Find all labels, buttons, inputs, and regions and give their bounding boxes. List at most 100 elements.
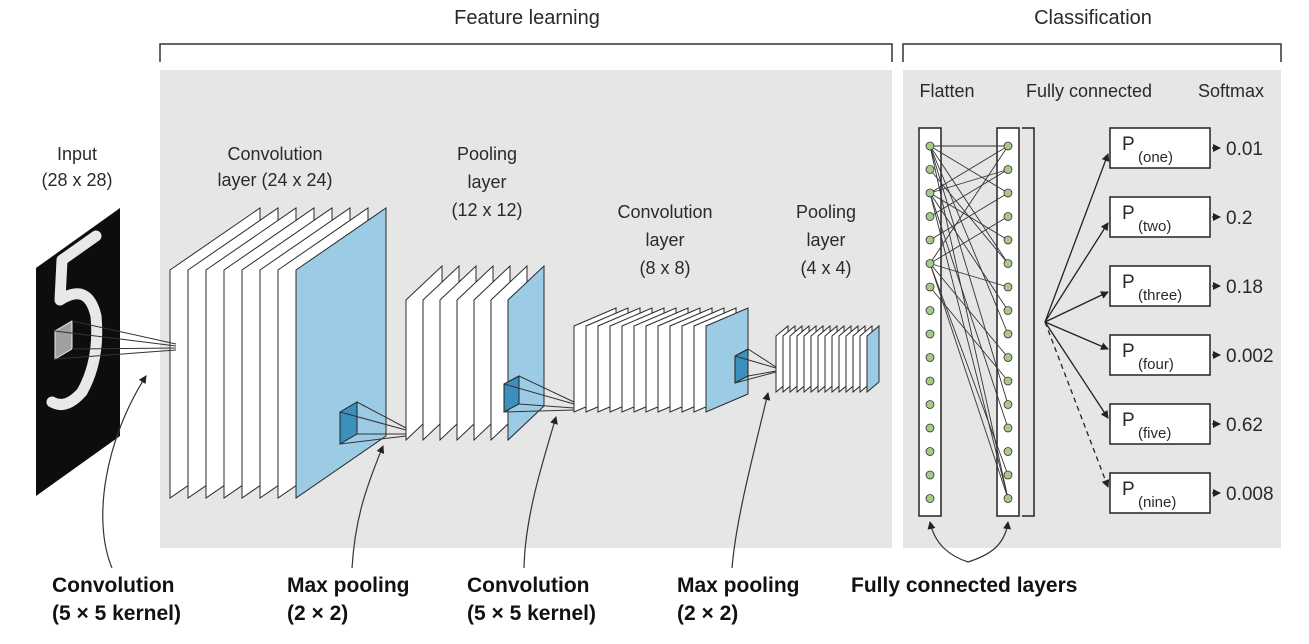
flatten-node	[925, 494, 935, 503]
output-value: 0.01	[1226, 139, 1263, 160]
flatten-node	[925, 212, 935, 221]
flatten-node	[925, 282, 935, 292]
softmax-arrow	[1044, 321, 1109, 419]
fc-node	[1003, 376, 1013, 386]
annotation-maxpool1-line1: Max pooling	[287, 574, 410, 597]
softmax-header: Softmax	[1198, 81, 1264, 101]
flatten-nodes	[925, 141, 935, 503]
conv2-feature-maps	[573, 307, 749, 413]
fc-connection-line	[929, 216, 1009, 264]
softmax-output: P(three)0.18	[1109, 265, 1263, 307]
input-size: (28 x 28)	[41, 170, 112, 190]
annotation-conv1-line2: (5 × 5 kernel)	[52, 602, 181, 625]
fully-connected-header: Fully connected	[1026, 81, 1152, 101]
fc-node	[1003, 400, 1013, 409]
fc-node	[1003, 470, 1013, 480]
fc-node	[1003, 188, 1013, 198]
conv2-label-line1: Convolution	[617, 202, 712, 222]
fc-node	[1003, 282, 1013, 292]
annotation-maxpool2-line1: Max pooling	[677, 574, 800, 597]
output-probability-label: P	[1122, 410, 1135, 431]
output-box	[1109, 472, 1211, 514]
annotation-conv1-line1: Convolution	[52, 574, 174, 597]
flatten-column	[918, 127, 942, 517]
fully-connected-column	[996, 127, 1020, 517]
softmax-arrow	[1044, 153, 1110, 323]
output-class-subscript: (five)	[1138, 425, 1171, 442]
output-boxes: P(one)0.01P(two)0.2P(three)0.18P(four)0.…	[1109, 127, 1274, 514]
fc-connection-line	[929, 145, 1009, 499]
flatten-node	[925, 306, 935, 315]
flatten-node	[925, 400, 935, 409]
conv2-label-line2: layer	[645, 230, 684, 250]
feature-map-slice	[705, 307, 749, 413]
flatten-node	[925, 470, 935, 480]
output-class-subscript: (four)	[1138, 356, 1174, 373]
output-value: 0.62	[1226, 415, 1263, 436]
pool1-feature-maps	[405, 264, 545, 442]
fc-node	[1003, 329, 1013, 339]
fc-connection-line	[929, 192, 1009, 429]
fc-node	[1003, 306, 1013, 315]
output-class-subscript: (one)	[1138, 149, 1173, 166]
fc-bracket	[1022, 127, 1035, 517]
fc-node	[1003, 235, 1013, 245]
output-probability-label: P	[1122, 272, 1135, 293]
pool1-label-line2: layer	[467, 172, 506, 192]
flatten-node	[925, 235, 935, 245]
fc-node	[1003, 141, 1013, 151]
flatten-node	[925, 188, 935, 198]
pool2-label-line2: layer	[806, 230, 845, 250]
kernel-projections	[54, 320, 777, 445]
input-image	[36, 208, 120, 496]
fc-nodes	[1003, 141, 1013, 503]
softmax-output: P(four) 0.002	[1109, 334, 1274, 376]
flatten-node	[925, 423, 935, 433]
flatten-node	[925, 165, 935, 174]
softmax-arrow	[1044, 321, 1109, 350]
output-class-subscript: (three)	[1138, 287, 1182, 304]
output-probability-label: P	[1122, 341, 1135, 362]
conv1-feature-maps	[169, 207, 387, 499]
feature-learning-bracket	[159, 43, 893, 62]
annotation-conv2-line2: (5 × 5 kernel)	[467, 602, 596, 625]
annotation-fc-layers: Fully connected layers	[851, 574, 1077, 597]
output-value: 0.002	[1226, 346, 1274, 367]
fc-node	[1003, 259, 1013, 268]
output-class-subscript: (nine)	[1138, 494, 1176, 511]
fc-connection-line	[929, 286, 1009, 382]
pool1-label-line1: Pooling	[457, 144, 517, 164]
fc-node	[1003, 212, 1013, 221]
conv1-label-line2: layer (24 x 24)	[217, 170, 332, 190]
annotation-arrows	[102, 375, 1012, 569]
pool2-label-line1: Pooling	[796, 202, 856, 222]
fc-node	[1003, 494, 1013, 503]
feature-map-slice	[295, 207, 387, 499]
fc-node	[1003, 423, 1013, 433]
classification-bracket	[902, 43, 1282, 62]
fc-connection-line	[929, 169, 1009, 217]
flatten-node	[925, 376, 935, 386]
conv1-label-line1: Convolution	[227, 144, 322, 164]
flatten-header: Flatten	[919, 81, 974, 101]
output-box	[1109, 196, 1211, 238]
softmax-arrows	[1044, 153, 1110, 488]
classification-title: Classification	[1034, 7, 1152, 29]
feature-learning-title: Feature learning	[454, 7, 600, 29]
output-box	[1109, 334, 1211, 376]
annotation-maxpool1-line2: (2 × 2)	[287, 602, 348, 625]
softmax-output: P(five) 0.62	[1109, 403, 1263, 445]
fc-node	[1003, 165, 1013, 174]
annotation-conv2-line1: Convolution	[467, 574, 589, 597]
flatten-node	[925, 447, 935, 456]
softmax-output: P(one)0.01	[1109, 127, 1263, 169]
fc-node	[1003, 447, 1013, 456]
output-probability-label: P	[1122, 203, 1135, 224]
flatten-node	[925, 141, 935, 151]
fc-connection-line	[929, 192, 1009, 311]
fc-connection-line	[929, 145, 1009, 405]
fc-node	[1003, 353, 1013, 362]
output-value: 0.2	[1226, 208, 1252, 229]
softmax-arrow	[1044, 321, 1110, 488]
